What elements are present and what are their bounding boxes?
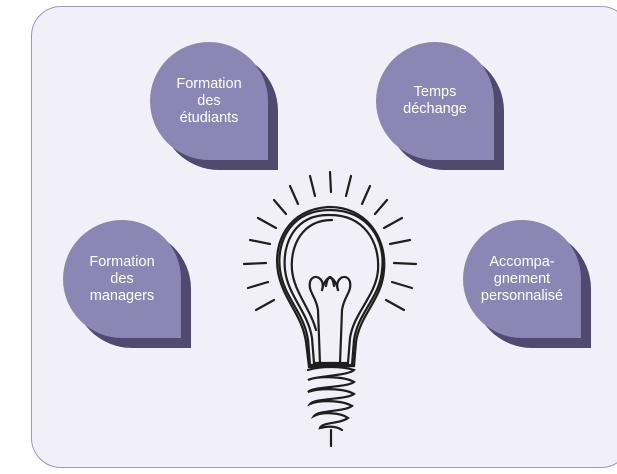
- blob-label: Formation des managers: [89, 253, 155, 304]
- blob-label: Accompa- gnement personnalisé: [480, 253, 564, 304]
- blob-label: Formation des étudiants: [176, 75, 242, 126]
- blob-formation-managers: Formation des managers: [63, 220, 191, 348]
- blob-shape: Temps déchange: [376, 42, 494, 160]
- bulb-base: [306, 365, 357, 448]
- light-rays: [242, 170, 418, 312]
- lightbulb-icon: [242, 170, 418, 448]
- blob-shape: Formation des managers: [63, 220, 181, 338]
- blob-temps-dechange: Temps déchange: [376, 42, 504, 170]
- blob-formation-etudiants: Formation des étudiants: [150, 42, 278, 170]
- blob-shape: Accompa- gnement personnalisé: [463, 220, 581, 338]
- filament: [308, 275, 352, 366]
- blob-label: Temps déchange: [403, 84, 467, 117]
- blob-shape: Formation des étudiants: [150, 42, 268, 160]
- bulb-glass: [276, 205, 386, 369]
- blob-accompagnement: Accompa- gnement personnalisé: [463, 220, 591, 348]
